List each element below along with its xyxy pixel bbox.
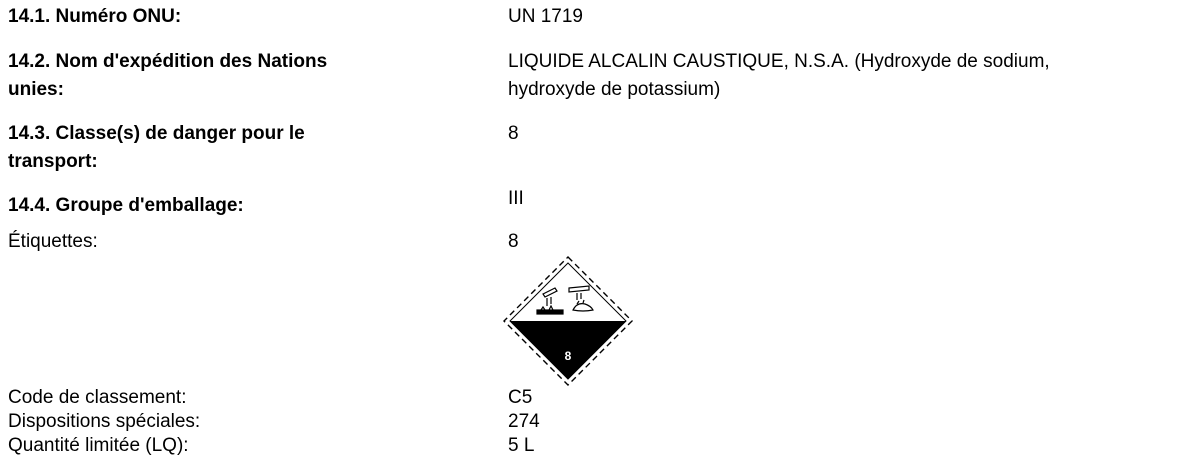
special-provisions-label: Dispositions spéciales:	[8, 411, 201, 432]
classification-code-label: Code de classement:	[8, 387, 187, 408]
hazard-class-label-line1: 14.3. Classe(s) de danger pour le	[8, 123, 305, 144]
packing-group-label: 14.4. Groupe d'emballage:	[8, 195, 244, 216]
limited-quantity-label: Quantité limitée (LQ):	[8, 435, 189, 456]
limited-quantity-value: 5 L	[508, 435, 535, 456]
corrosive-placard-icon: 8	[503, 256, 633, 386]
special-provisions-value: 274	[508, 411, 540, 432]
un-number-label: 14.1. Numéro ONU:	[8, 6, 182, 27]
shipping-name-value-line2: hydroxyde de potassium)	[508, 79, 721, 100]
shipping-name-label-line2: unies:	[8, 79, 64, 100]
packing-group-value: III	[508, 188, 524, 209]
classification-code-value: C5	[508, 387, 533, 408]
un-number-value: UN 1719	[508, 6, 583, 27]
placard-class-number: 8	[565, 349, 572, 363]
hazard-class-value: 8	[508, 123, 519, 144]
corrosion-pictogram	[536, 285, 594, 315]
hazard-class-label-line2: transport:	[8, 151, 98, 172]
shipping-name-label-line1: 14.2. Nom d'expédition des Nations	[8, 51, 328, 72]
labels-value: 8	[508, 231, 519, 252]
shipping-name-value-line1: LIQUIDE ALCALIN CAUSTIQUE, N.S.A. (Hydro…	[508, 51, 1050, 72]
labels-label: Étiquettes:	[8, 231, 98, 252]
